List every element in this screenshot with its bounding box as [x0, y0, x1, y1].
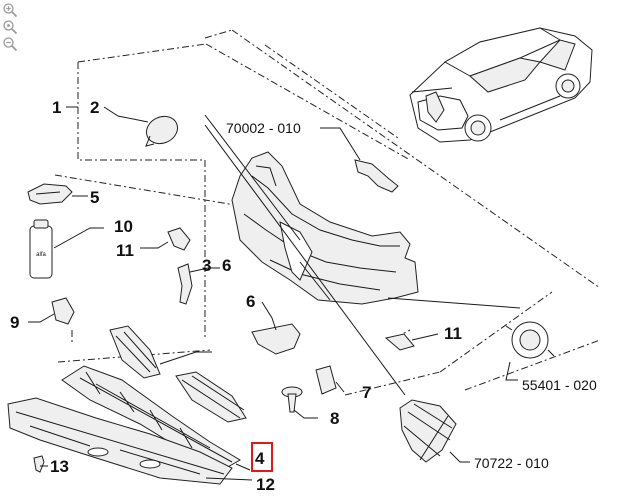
clip-7-part: [315, 365, 337, 395]
zoom-search-icon[interactable]: [2, 19, 18, 35]
callout-10[interactable]: 10: [114, 217, 133, 236]
callout-11-right[interactable]: 11: [444, 324, 462, 343]
reference-70002-010[interactable]: 70002 - 010: [226, 120, 301, 136]
bottle-part: alfa: [29, 219, 53, 279]
clip-9-part: [51, 297, 75, 325]
bumper-cover-part: [231, 151, 419, 305]
callout-6-upper[interactable]: 6: [222, 256, 231, 275]
callout-3[interactable]: 3: [202, 256, 211, 275]
callout-7[interactable]: 7: [362, 383, 371, 402]
callout-11-left[interactable]: 11: [116, 241, 134, 260]
callout-5[interactable]: 5: [90, 188, 99, 207]
zoom-out-icon[interactable]: [2, 36, 18, 52]
bracket-70002-part: [354, 159, 399, 193]
car-illustration: [409, 27, 593, 143]
lower-grille-part-4: [61, 365, 241, 469]
callout-1[interactable]: 1: [52, 98, 61, 117]
screw-13-part: [33, 455, 45, 473]
clip-right-part: [384, 333, 415, 351]
callout-13[interactable]: 13: [50, 457, 69, 476]
callout-4[interactable]: 4: [255, 449, 265, 468]
sensor-55401-part: [505, 321, 555, 359]
reference-70722-010[interactable]: 70722 - 010: [474, 455, 549, 471]
side-bracket-upper-part: [177, 263, 193, 305]
push-rivet-part: [281, 386, 303, 413]
callout-4-highlight[interactable]: 4: [251, 442, 273, 472]
center-grille-70722-part: [399, 399, 457, 463]
callout-2[interactable]: 2: [90, 98, 99, 117]
reference-55401-020[interactable]: 55401 - 020: [522, 377, 597, 393]
callout-labels: 1 2 3 5 6 6 7 8 9 10 11 11 12 13 70002 -…: [10, 98, 597, 494]
assembly-leaders: [204, 114, 521, 396]
clip-left-part: [167, 227, 191, 251]
zoom-toolbar: [2, 2, 20, 53]
callout-9[interactable]: 9: [10, 313, 19, 332]
tow-hook-cap-part: [145, 115, 179, 147]
undertray-part-12: [7, 397, 233, 485]
callout-leaders: [28, 106, 518, 481]
callout-8[interactable]: 8: [330, 409, 339, 428]
side-bracket-lower-part: [251, 323, 301, 355]
bottle-label: alfa: [36, 252, 46, 258]
side-grille-part: [109, 325, 247, 423]
callout-12[interactable]: 12: [256, 475, 275, 494]
zoom-in-icon[interactable]: [2, 2, 18, 18]
gasket-part: [27, 183, 73, 205]
callout-6-lower[interactable]: 6: [246, 292, 255, 311]
